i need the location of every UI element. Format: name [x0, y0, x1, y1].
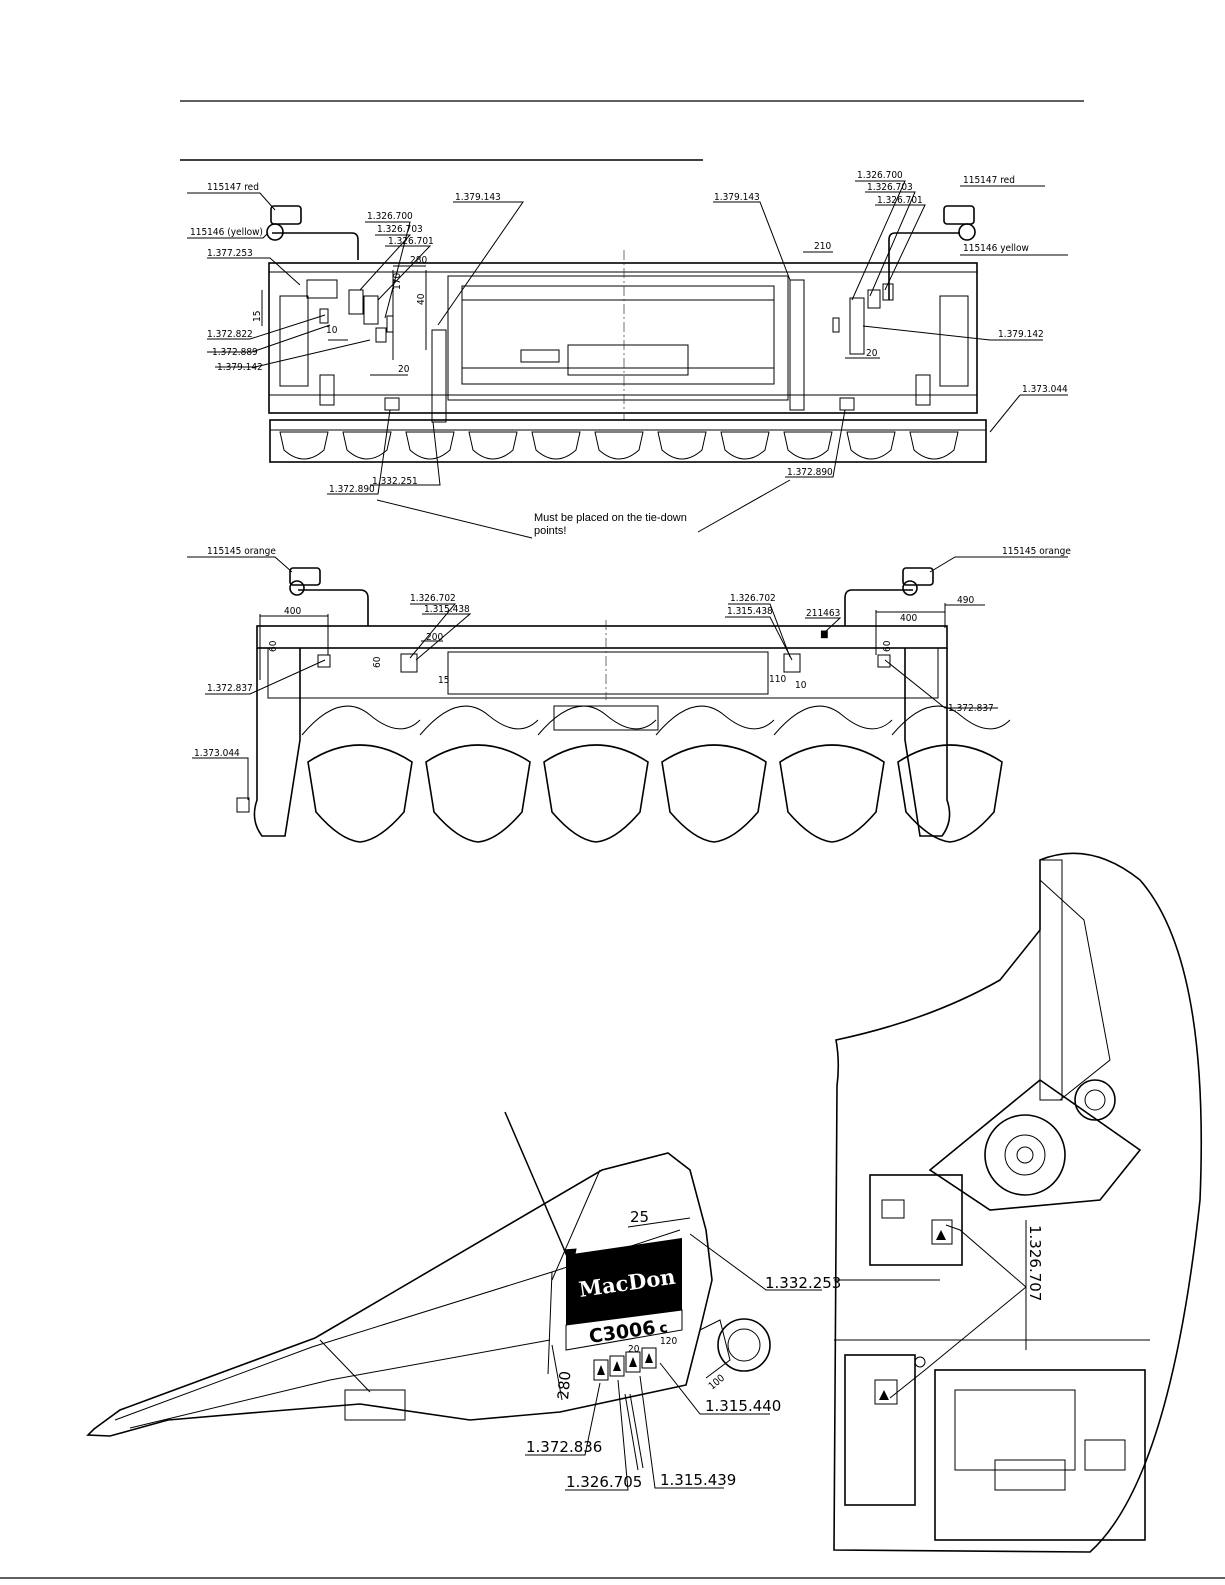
- detail-view-drawing: [833, 852, 1203, 1553]
- row-unit-isometric-drawing: [86, 1152, 771, 1471]
- auger-flighting: [773, 705, 893, 736]
- label-115145-orange-right: 115145 orange: [1002, 546, 1071, 557]
- label-211463: 211463: [806, 608, 840, 619]
- label-1377-253: 1.377.253: [207, 248, 253, 259]
- label-1326-700-right: 1.326.700: [857, 170, 903, 181]
- snout-outline-top: [846, 431, 896, 460]
- snout-outline-top: [279, 431, 329, 460]
- dim-280-top: 280: [410, 255, 427, 266]
- dim-25: 25: [630, 1208, 649, 1226]
- snout-outline-top: [594, 431, 644, 460]
- dim-110: 110: [769, 674, 786, 685]
- label-1315-439: 1.315.439: [660, 1471, 736, 1489]
- label-1332-253: 1.332.253: [765, 1274, 841, 1292]
- dim-15-front: 15: [438, 675, 449, 686]
- row-divider-snout: [307, 744, 413, 843]
- row-divider-snout: [543, 744, 649, 843]
- detail-leaders: [889, 1220, 1027, 1399]
- snout-outline-top: [909, 431, 959, 460]
- dim-60-left: 60: [268, 640, 279, 652]
- auger-flighting: [891, 705, 1011, 736]
- label-1379-142-right: 1.379.142: [998, 329, 1044, 340]
- isometric-leaders: [504, 1111, 822, 1491]
- label-1373-044-front: 1.373.044: [194, 748, 240, 759]
- dim-60-center: 60: [372, 656, 383, 668]
- label-1326-702-left: 1.326.702: [410, 593, 456, 604]
- snout-outline-top: [531, 431, 581, 460]
- label-1326-707: 1.326.707: [1026, 1225, 1044, 1301]
- row-divider-snout: [897, 744, 1003, 843]
- row-divider-snout: [425, 744, 531, 843]
- decal-model-suffix: c: [658, 1320, 668, 1337]
- auger-flighting: [655, 705, 775, 736]
- row-divider-snout: [661, 744, 767, 843]
- macdon-decal-panel: [566, 1238, 682, 1325]
- label-115146-yellow-left: 115146 (yellow): [190, 227, 263, 238]
- label-1326-701-left: 1.326.701: [388, 236, 434, 247]
- dim-170: 170: [392, 273, 403, 290]
- label-1326-700-left: 1.326.700: [367, 211, 413, 222]
- front-view-drawing: ■: [236, 567, 1011, 843]
- label-1372-890-left: 1.372.890: [329, 484, 375, 495]
- auger-flighting: [537, 705, 657, 736]
- snout-outline-top: [783, 431, 833, 460]
- oxbo-style-logo-mark: ■: [820, 629, 829, 640]
- label-1379-143-right: 1.379.143: [714, 192, 760, 203]
- label-1372-889: 1.372.889: [212, 347, 258, 358]
- rear-view-drawing: [266, 205, 987, 463]
- row-divider-snout: [779, 744, 885, 843]
- rear-view-leaders: [187, 180, 1068, 539]
- label-1315-438-left: 1.315.438: [424, 604, 470, 615]
- dim-490: 490: [957, 595, 974, 606]
- label-1379-143-left: 1.379.143: [455, 192, 501, 203]
- label-1372-890-right: 1.372.890: [787, 467, 833, 478]
- dim-5: 15: [252, 311, 263, 322]
- label-1315-440: 1.315.440: [705, 1397, 781, 1415]
- snout-outline-top: [342, 431, 392, 460]
- dim-60-right: 60: [882, 640, 893, 652]
- label-1373-044-top: 1.373.044: [1022, 384, 1068, 395]
- front-view-leaders: [187, 556, 1068, 800]
- label-1326-701-right: 1.326.701: [877, 195, 923, 206]
- label-1332-251: 1.332.251: [372, 476, 418, 487]
- label-1379-142-left: 1.379.142: [217, 362, 263, 373]
- auger-flighting: [419, 705, 539, 736]
- snout-outline-top: [657, 431, 707, 460]
- dim-20-left: 20: [398, 364, 410, 375]
- dim-20-iso: 20: [628, 1344, 640, 1355]
- label-115147-red-left: 115147 red: [207, 182, 259, 193]
- dim-20-right: 20: [866, 348, 878, 359]
- label-1372-822: 1.372.822: [207, 329, 253, 340]
- dim-10-top: 10: [326, 325, 338, 336]
- dim-40: 40: [416, 293, 427, 305]
- label-1315-438-right: 1.315.438: [727, 606, 773, 617]
- label-1372-837-right: 1.372.837: [948, 703, 994, 714]
- snout-outline-top: [720, 431, 770, 460]
- label-1372-836: 1.372.836: [526, 1438, 602, 1456]
- label-1326-702-right: 1.326.702: [730, 593, 776, 604]
- label-1372-837-left: 1.372.837: [207, 683, 253, 694]
- label-115145-orange-left: 115145 orange: [207, 546, 276, 557]
- dim-400-right: 400: [900, 613, 917, 624]
- dim-280-iso: 280: [554, 1370, 574, 1400]
- label-1326-703-right: 1.326.703: [867, 182, 913, 193]
- front-view-text: 115145 orange 115145 orange 1.326.702 1.…: [194, 546, 1071, 759]
- label-1326-705: 1.326.705: [566, 1473, 642, 1491]
- label-115146-yellow-right: 115146 yellow: [963, 243, 1029, 254]
- label-1326-703-left: 1.326.703: [377, 224, 423, 235]
- snout-outline-top: [468, 431, 518, 460]
- snout-outline-top: [405, 431, 455, 460]
- dim-120: 120: [660, 1336, 677, 1347]
- dim-210-top: 210: [814, 241, 831, 252]
- rear-view-text: 115147 red 115146 (yellow) 1.377.253 1.3…: [190, 170, 1068, 537]
- auger-flighting: [301, 705, 421, 736]
- label-115147-red-right: 115147 red: [963, 175, 1015, 186]
- dim-400-left: 400: [284, 606, 301, 617]
- dim-200: 200: [426, 632, 443, 643]
- dim-10-front: 10: [795, 680, 807, 691]
